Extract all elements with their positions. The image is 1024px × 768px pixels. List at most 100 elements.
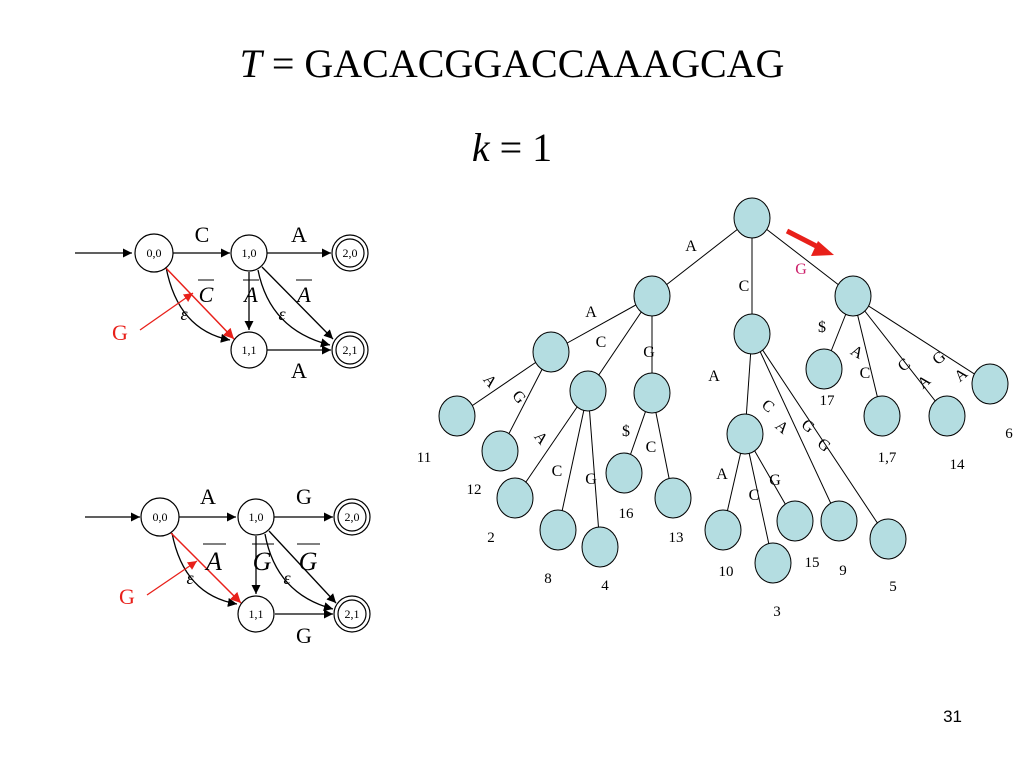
state-label: 0,0 [153, 510, 168, 524]
state-2-0: 2,0 [333, 498, 371, 536]
tree-node [569, 370, 607, 412]
input-letter: G [112, 320, 128, 345]
label-a2: A [291, 358, 307, 383]
tree-node [581, 526, 619, 568]
edge-label: C [895, 355, 914, 375]
tree-node [863, 395, 901, 437]
state-0-0: 0,0 [140, 497, 180, 537]
edge-label: $ [818, 319, 826, 336]
tree-node [971, 363, 1009, 405]
label-a: A [200, 484, 216, 509]
label-cbar: C [199, 282, 214, 307]
automaton-bottom: 0,0 1,0 2,0 1,1 2,1 A G A G G ε ε G G [85, 484, 371, 648]
edge-label: A [951, 365, 971, 386]
label-gbar1: G [253, 547, 272, 576]
tree-node [532, 331, 570, 373]
label-abar: A [204, 547, 222, 576]
input-letter: G [119, 584, 135, 609]
state-label: 1,1 [249, 607, 264, 621]
title-eq: = [261, 41, 305, 86]
leaf-label: 16 [619, 506, 635, 522]
state-label: 0,0 [147, 246, 162, 260]
tree-node [633, 275, 671, 317]
edge-label: C [552, 463, 563, 480]
tree-node [605, 452, 643, 494]
label-c: C [195, 222, 210, 247]
state-label: 1,1 [242, 343, 257, 357]
edge-label: A [914, 372, 934, 393]
leaf-label: 4 [601, 578, 609, 594]
edge-label: G [769, 472, 781, 489]
label-eps2: ε [283, 568, 291, 588]
title-var: T [239, 41, 262, 86]
edge-label: C [749, 487, 760, 504]
tree-nodes [438, 197, 1009, 584]
leaf-label: 8 [544, 571, 552, 587]
edge-label: G [508, 387, 529, 407]
leaf-label: 5 [889, 579, 897, 595]
leaf-label: 12 [467, 482, 482, 498]
edge-label: A [847, 342, 866, 363]
slide-title: T = GACACGGACCAAAGCAG [0, 40, 1024, 87]
state-1-1: 1,1 [237, 595, 275, 633]
edge-cbar [163, 265, 235, 340]
edge-label: C [860, 365, 871, 382]
edge-label: A [530, 428, 551, 448]
input-arrow [146, 560, 198, 596]
state-1-0: 1,0 [237, 498, 275, 536]
edge-label: C [739, 278, 750, 295]
label-eps1: ε [186, 568, 194, 588]
leaf-label: 2 [487, 530, 495, 546]
state-1-0: 1,0 [230, 234, 268, 272]
edge-eps2 [264, 533, 334, 612]
tree-node [928, 395, 966, 437]
label-g1: G [296, 484, 312, 509]
edge-label: C [758, 396, 777, 416]
title-text: GACACGGACCAAAGCAG [304, 41, 785, 86]
leaf-label: 15 [805, 555, 820, 571]
edge-label: G [929, 348, 949, 369]
edge-label: A [685, 238, 697, 255]
leaf-label: 6 [1005, 426, 1013, 442]
leaf-label: 9 [839, 563, 847, 579]
tree-node [654, 477, 692, 519]
state-0-0: 0,0 [134, 233, 174, 273]
state-label: 2,1 [345, 607, 360, 621]
state-1-1: 1,1 [230, 331, 268, 369]
edge-eps1 [165, 266, 231, 343]
edge-label: G [585, 471, 597, 488]
tree-node [834, 275, 872, 317]
tree-node [754, 542, 792, 584]
k-var: k [471, 125, 490, 170]
edge-label: C [596, 334, 607, 351]
tree-node [438, 395, 476, 437]
tree-node [481, 430, 519, 472]
page-number: 31 [943, 707, 962, 726]
input-arrow [139, 292, 194, 331]
tree-node [805, 348, 843, 390]
edge-label: G [798, 416, 818, 437]
label-a1: A [291, 222, 307, 247]
label-eps2: ε [278, 304, 286, 324]
edge-label: G [643, 344, 655, 361]
state-2-1: 2,1 [333, 595, 371, 633]
label-abar2: A [295, 282, 311, 307]
state-label: 2,0 [345, 510, 360, 524]
leaf-label: 10 [719, 564, 734, 580]
label-g2: G [296, 623, 312, 648]
label-eps1: ε [180, 304, 188, 324]
edge-label: $ [622, 423, 630, 440]
leaf-label: 3 [773, 604, 781, 620]
edge-label: A [708, 368, 720, 385]
label-gbar2: G [299, 547, 318, 576]
highlight-arrow-head [811, 241, 834, 256]
state-2-1: 2,1 [331, 331, 369, 369]
edge-label: A [585, 304, 597, 321]
edge-abar2 [261, 266, 334, 340]
state-label: 2,0 [343, 246, 358, 260]
k-val: 1 [532, 125, 553, 170]
state-label: 1,0 [249, 510, 264, 524]
leaf-label: 13 [669, 530, 684, 546]
state-label: 1,0 [242, 246, 257, 260]
